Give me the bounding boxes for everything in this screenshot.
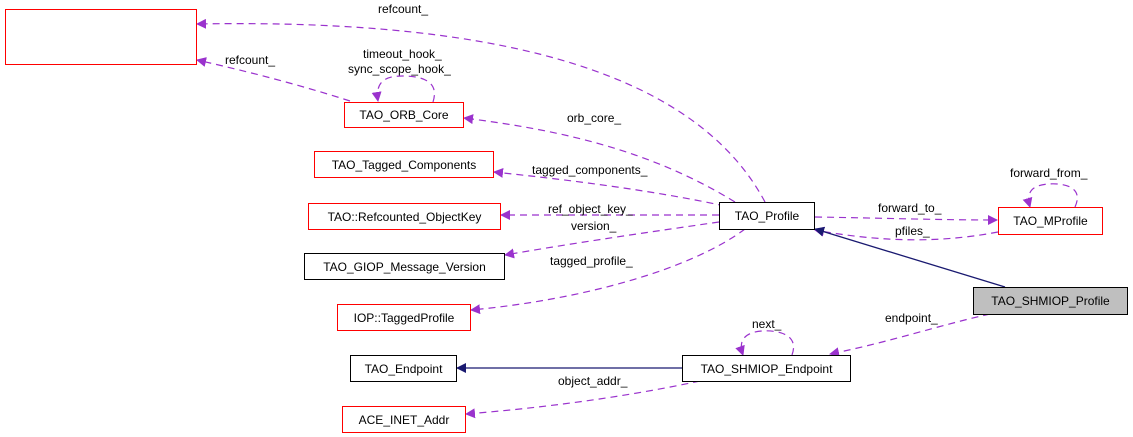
edge-label-refcount-orb: refcount_ xyxy=(225,53,276,67)
node-tao-profile[interactable]: TAO_Profile xyxy=(719,202,815,230)
edge-pfiles xyxy=(814,226,999,241)
node-tao-tagged-components[interactable]: TAO_Tagged_Components xyxy=(314,151,494,178)
edge-label-tagged-profile: tagged_profile_ xyxy=(550,254,633,268)
node-ace-atomic-op[interactable] xyxy=(5,9,197,65)
node-label: TAO_Profile xyxy=(734,209,800,223)
edge-mprofile-self xyxy=(1022,183,1078,208)
node-tao-refcounted-objectkey[interactable]: TAO::Refcounted_ObjectKey xyxy=(308,203,501,230)
edge-label-sync-scope-hook: sync_scope_hook_ xyxy=(348,62,451,76)
edge-label-timeout-hook: timeout_hook_ xyxy=(363,47,442,61)
edge-label-refcount-profile: refcount_ xyxy=(378,2,429,16)
node-label: IOP::TaggedProfile xyxy=(353,310,455,325)
edge-inherit-profile xyxy=(814,226,1006,288)
node-tao-shmiop-profile[interactable]: TAO_SHMIOP_Profile xyxy=(973,287,1128,315)
edge-label-endpoint: endpoint_ xyxy=(885,311,938,325)
edge-label-orb-core: orb_core_ xyxy=(567,111,622,125)
node-tao-giop-message-version[interactable]: TAO_GIOP_Message_Version xyxy=(304,253,505,280)
node-tao-shmiop-endpoint[interactable]: TAO_SHMIOP_Endpoint xyxy=(682,355,851,382)
edge-version xyxy=(504,221,720,259)
node-tao-orb-core[interactable]: TAO_ORB_Core xyxy=(344,102,464,128)
edge-object-addr xyxy=(465,380,701,419)
edge-label-ref-object-key: ref_object_key_ xyxy=(548,202,633,216)
node-label: ACE_INET_Addr xyxy=(358,412,450,427)
edge-forward-to xyxy=(814,214,998,225)
edge-label-pfiles: pfiles_ xyxy=(895,224,930,238)
node-tao-mprofile[interactable]: TAO_MProfile xyxy=(998,207,1103,235)
node-tao-endpoint[interactable]: TAO_Endpoint xyxy=(350,355,457,382)
node-ace-inet-addr[interactable]: ACE_INET_Addr xyxy=(342,406,466,433)
edge-label-forward-to: forward_to_ xyxy=(878,201,942,215)
edge-label-object-addr: object_addr_ xyxy=(558,374,628,388)
edge-endpoint xyxy=(829,313,991,358)
node-label: TAO_MProfile xyxy=(1013,214,1088,228)
node-label: TAO_ORB_Core xyxy=(359,108,449,122)
edge-orb-core xyxy=(463,114,736,203)
edge-label-forward-from: forward_from_ xyxy=(1010,166,1088,180)
edge-orb-self xyxy=(371,75,436,103)
edge-tagged-components xyxy=(493,167,726,207)
edge-shmiop-endpoint-self xyxy=(735,330,795,356)
node-label: TAO_SHMIOP_Profile xyxy=(991,294,1110,308)
edge-label-version: version_ xyxy=(571,219,617,233)
node-label: TAO_Endpoint xyxy=(364,361,443,376)
node-label: TAO_SHMIOP_Endpoint xyxy=(700,361,833,376)
edge-label-next: next_ xyxy=(752,317,782,331)
node-label: TAO::Refcounted_ObjectKey xyxy=(327,209,482,224)
edge-label-tagged-components: tagged_components_ xyxy=(532,163,648,177)
node-label: TAO_GIOP_Message_Version xyxy=(323,259,486,274)
edge-tagged-profile xyxy=(470,228,746,315)
node-iop-taggedprofile[interactable]: IOP::TaggedProfile xyxy=(337,304,471,331)
edge-refcount-orb xyxy=(196,57,351,102)
edge-refcount-profile xyxy=(196,18,766,203)
node-label: TAO_Tagged_Components xyxy=(331,157,477,172)
